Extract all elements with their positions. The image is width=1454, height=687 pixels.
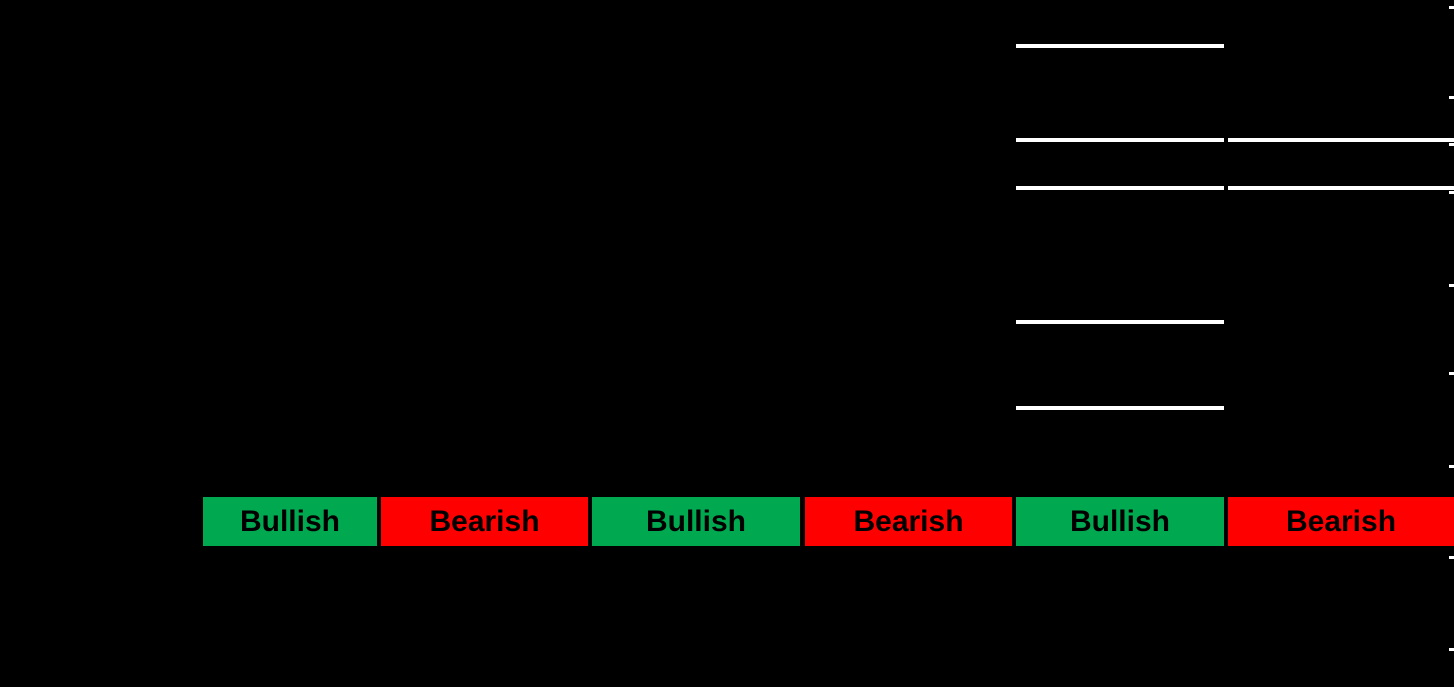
sentiment-box-bearish[interactable]: Bearish xyxy=(1228,497,1454,546)
sentiment-box-label: Bearish xyxy=(853,504,964,538)
level-line xyxy=(1016,406,1224,410)
y-axis-tick xyxy=(1449,465,1454,468)
y-axis-tick xyxy=(1449,191,1454,194)
sentiment-box-bullish[interactable]: Bullish xyxy=(1016,497,1224,546)
sentiment-box-bearish[interactable]: Bearish xyxy=(381,497,588,546)
sentiment-box-bullish[interactable]: Bullish xyxy=(203,497,377,546)
y-axis-tick xyxy=(1449,648,1454,651)
y-axis-tick xyxy=(1449,372,1454,375)
sentiment-box-label: Bearish xyxy=(429,504,540,538)
sentiment-box-label: Bearish xyxy=(1285,504,1397,538)
level-line xyxy=(1228,138,1454,142)
sentiment-box-bullish[interactable]: Bullish xyxy=(592,497,800,546)
y-axis-tick xyxy=(1449,6,1454,9)
level-line xyxy=(1016,186,1224,190)
sentiment-box-bearish[interactable]: Bearish xyxy=(805,497,1012,546)
sentiment-box-label: Bullish xyxy=(645,504,746,538)
y-axis-tick xyxy=(1449,96,1454,99)
level-line xyxy=(1228,186,1454,190)
sentiment-box-label: Bullish xyxy=(239,504,340,538)
level-line xyxy=(1016,44,1224,48)
y-axis-tick xyxy=(1449,143,1454,146)
y-axis-tick xyxy=(1449,556,1454,559)
level-line xyxy=(1016,320,1224,324)
y-axis-tick xyxy=(1449,284,1454,287)
sentiment-box-label: Bullish xyxy=(1069,504,1170,538)
sentiment-signal-row: Bullish Bearish Bullish Bearish Bullish … xyxy=(0,497,1454,546)
level-line xyxy=(1016,138,1224,142)
